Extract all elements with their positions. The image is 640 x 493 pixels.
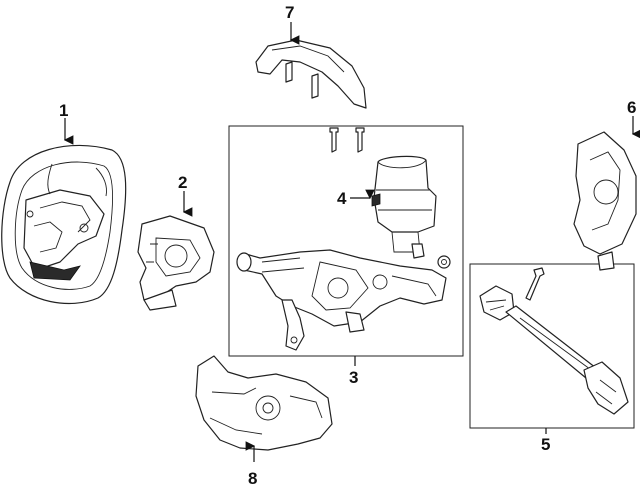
steering-wheel bbox=[1, 144, 127, 305]
steering-column-box bbox=[228, 125, 464, 357]
callout-7: 7 bbox=[285, 3, 295, 22]
column-motor bbox=[371, 155, 437, 253]
callout-6: 6 bbox=[627, 98, 637, 117]
callout-5: 5 bbox=[541, 435, 551, 454]
callout-1: 1 bbox=[59, 101, 69, 120]
steering-wheel-cover bbox=[137, 215, 215, 311]
lower-column-cover bbox=[195, 355, 333, 451]
steering-column bbox=[236, 243, 451, 351]
callout-8: 8 bbox=[248, 469, 258, 488]
intermediate-shaft bbox=[479, 267, 629, 415]
upper-column-cover bbox=[255, 39, 367, 109]
callout-2: 2 bbox=[178, 173, 188, 192]
column-side-cover bbox=[573, 131, 637, 271]
callout-4: 4 bbox=[337, 189, 347, 208]
leader-lines bbox=[63, 22, 640, 462]
column-bolts bbox=[329, 127, 365, 153]
intermediate-shaft-box bbox=[469, 263, 635, 429]
callout-3: 3 bbox=[349, 368, 359, 387]
